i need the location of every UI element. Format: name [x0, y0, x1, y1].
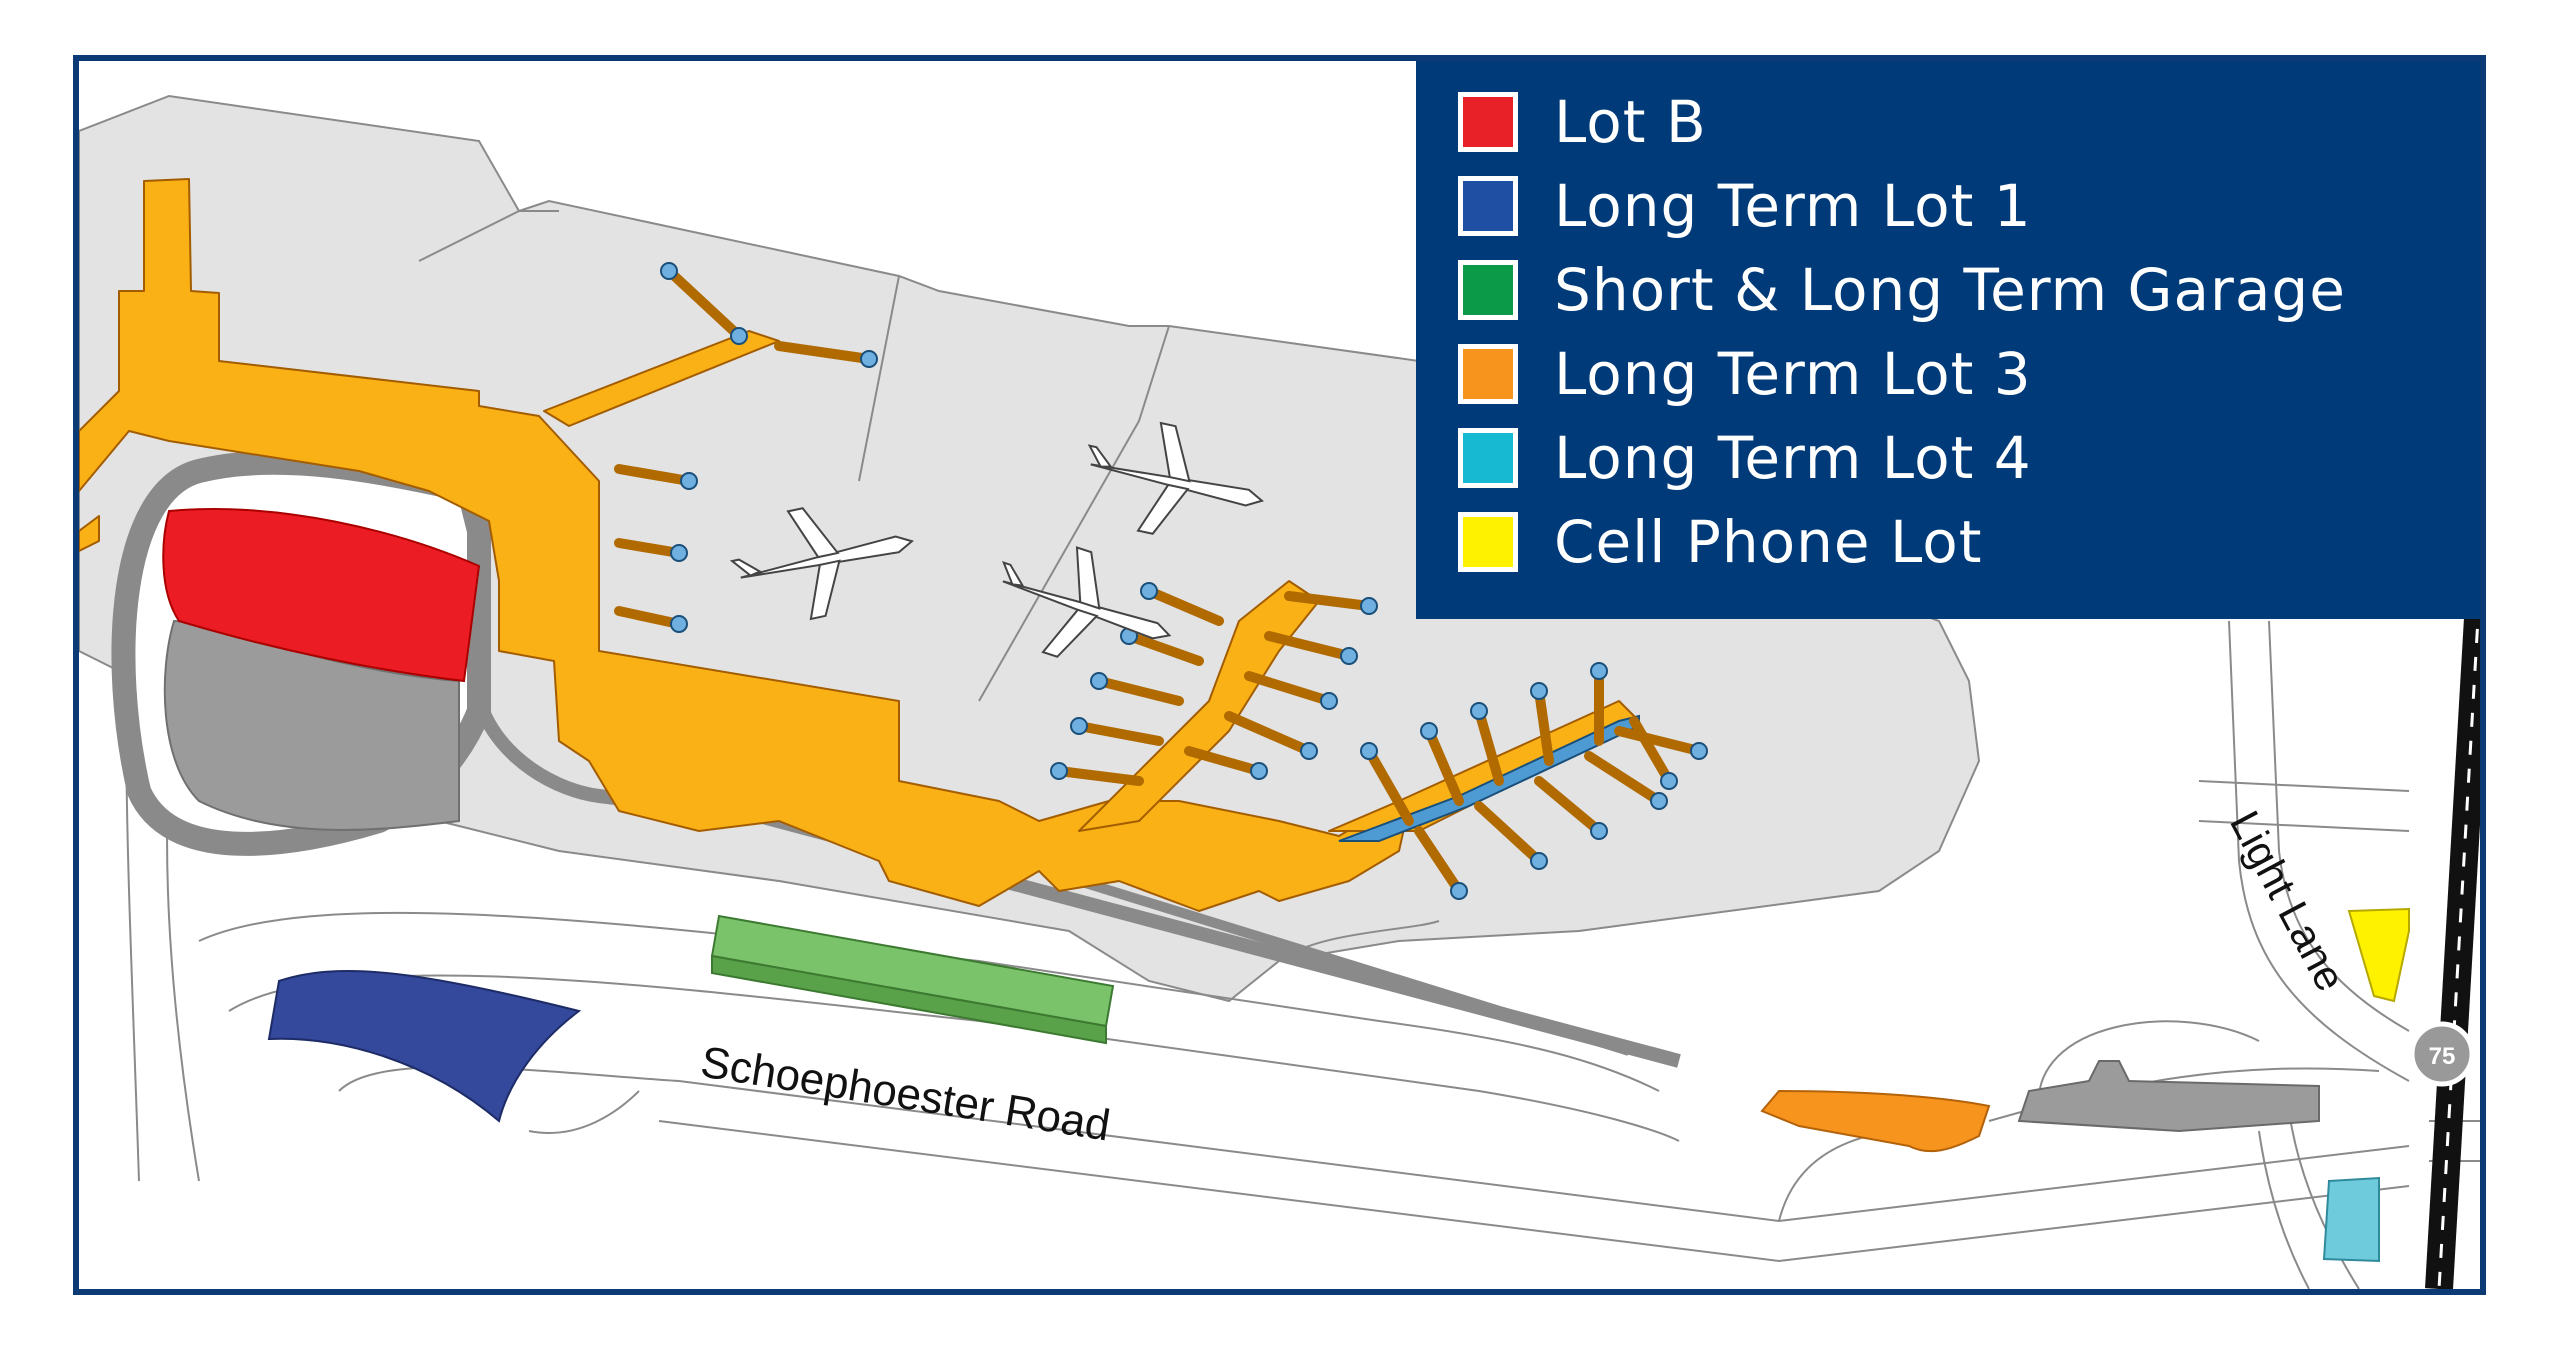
legend-item: Cell Phone Lot [1458, 500, 2480, 584]
legend-label: Lot B [1554, 88, 1707, 156]
highway-shield-number: 75 [2429, 1043, 2456, 1070]
legend-item: Long Term Lot 1 [1458, 164, 2480, 248]
long-term-lot-3 [1760, 1089, 1991, 1153]
lot-b [162, 508, 481, 683]
legend-item: Lot B [1458, 80, 2480, 164]
legend-item: Long Term Lot 3 [1458, 332, 2480, 416]
legend-swatch [1458, 260, 1518, 320]
long-term-lot-4 [2322, 1176, 2380, 1263]
legend-label: Long Term Lot 1 [1554, 172, 2032, 240]
highway-shield-icon: 75 [2409, 1021, 2475, 1087]
jet-bridges [614, 266, 1704, 896]
legend-label: Long Term Lot 4 [1554, 424, 2032, 492]
legend-label: Long Term Lot 3 [1554, 340, 2032, 408]
long-term-lot-1 [267, 970, 582, 1123]
airplane-icons [729, 421, 1265, 658]
legend-item: Long Term Lot 4 [1458, 416, 2480, 500]
highway-75: 75 [2409, 600, 2480, 1289]
cell-phone-lot [2347, 907, 2410, 1003]
short-long-term-garage [710, 914, 1115, 1045]
legend-label: Cell Phone Lot [1554, 508, 1983, 576]
airplane-icon [1002, 546, 1172, 658]
legend-swatch [1458, 512, 1518, 572]
legend-swatch [1458, 344, 1518, 404]
airport-map: 75 Schoephoester Road Light Lane [79, 94, 2480, 1289]
airplane-icon [1087, 421, 1265, 535]
gray-lot-east [2017, 1060, 2320, 1133]
legend-swatch [1458, 92, 1518, 152]
map-legend: Lot B Long Term Lot 1 Short & Long Term Ga… [1416, 61, 2480, 619]
legend-swatch [1458, 176, 1518, 236]
gate-caps [660, 262, 1708, 900]
legend-swatch [1458, 428, 1518, 488]
legend-item: Short & Long Term Garage [1458, 248, 2480, 332]
airplane-icon [729, 507, 915, 621]
legend-label: Short & Long Term Garage [1554, 256, 2346, 324]
light-lane-label: Light Lane [2221, 803, 2355, 998]
